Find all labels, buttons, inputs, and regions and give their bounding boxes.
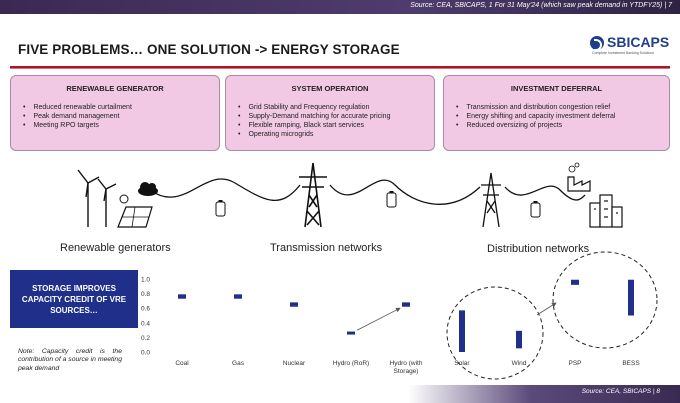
range-bar (178, 294, 186, 299)
footer-source: Source: CEA, SBICAPS | 8 (581, 388, 660, 395)
section-label-renewable: Renewable generators (60, 242, 171, 254)
list-item: Flexible ramping, Black start services (238, 121, 390, 130)
range-bar (516, 330, 522, 349)
wire-1 (149, 178, 301, 201)
y-tick-label: 0.6 (141, 306, 150, 313)
storage-circle (552, 251, 658, 349)
logo-name: SBICAPS (607, 34, 670, 50)
x-tick-label: Wind (512, 360, 527, 367)
transmission-tower-icon (299, 162, 327, 228)
hydro-arrow (356, 307, 401, 331)
bottom-banner (0, 385, 680, 403)
y-tick-label: 0.0 (141, 350, 150, 357)
wire-2 (329, 179, 481, 205)
list-item: Grid Stability and Frequency regulation (238, 103, 390, 112)
range-bar (290, 302, 298, 307)
x-tick-label: Coal (175, 360, 189, 367)
list-item: Transmission and distribution congestion… (456, 103, 615, 112)
y-tick-label: 0.8 (141, 291, 150, 298)
x-tick-label: Hydro (RoR) (333, 360, 369, 367)
logo-tagline: Complete Investment Banking Solutions (592, 51, 655, 55)
range-bar (628, 279, 634, 316)
box-list: Transmission and distribution congestion… (456, 103, 615, 130)
factory-icon (567, 162, 591, 192)
slide-title: FIVE PROBLEMS… ONE SOLUTION -> ENERGY ST… (18, 42, 400, 57)
divider-top-thin (10, 68, 670, 69)
sbicaps-logo: SBICAPS Complete Investment Banking Solu… (590, 34, 670, 58)
cloud-icon (138, 182, 158, 196)
list-item: Reduced oversizing of projects (456, 121, 615, 130)
box-investment-deferral: INVESTMENT DEFERRAL Transmission and dis… (443, 75, 670, 151)
wire-3 (504, 185, 586, 201)
list-item: Energy shifting and capacity investment … (456, 112, 615, 121)
capacity-credit-note: Note: Capacity credit is the contributio… (18, 348, 122, 372)
x-tick-label: Solar (454, 360, 470, 367)
list-item: Operating microgrids (238, 130, 390, 139)
box-list: Grid Stability and Frequency regulation … (238, 103, 390, 139)
section-label-distribution: Distribution networks (487, 243, 590, 255)
list-item: Reduced renewable curtailment (23, 103, 131, 112)
y-tick-label: 0.4 (141, 320, 150, 327)
list-item: Peak demand management (23, 112, 132, 121)
box-renewable-generator: RENEWABLE GENERATOR Reduced renewable cu… (10, 75, 220, 151)
battery-icon (386, 191, 397, 208)
x-tick-label: BESS (622, 360, 640, 367)
range-bar (347, 331, 355, 335)
range-bar (402, 302, 410, 307)
battery-icon (530, 201, 541, 218)
divider-top (10, 66, 670, 68)
section-label-transmission: Transmission networks (270, 242, 383, 254)
range-bar (234, 294, 242, 299)
solar-panel-icon (117, 194, 153, 228)
circle-arrow (536, 302, 557, 316)
transmission-tower-icon (481, 172, 501, 228)
range-bar (571, 279, 579, 285)
box-system-operation: SYSTEM OPERATION Grid Stability and Freq… (225, 75, 435, 151)
top-banner: Source: CEA, SBICAPS, 1 For 31 May'24 (w… (0, 0, 680, 14)
box-heading: INVESTMENT DEFERRAL (510, 84, 603, 93)
box-list: Reduced renewable curtailment Peak deman… (23, 103, 132, 130)
battery-icon (215, 200, 226, 217)
logo-mark-icon (590, 36, 604, 51)
energy-chain-illustration (77, 162, 623, 228)
x-tick-label: Nuclear (283, 360, 306, 367)
storage-callout: STORAGE IMPROVES CAPACITY CREDIT OF VRE … (10, 270, 138, 328)
box-heading: RENEWABLE GENERATOR (66, 84, 164, 93)
list-item: Meeting RPO targets (23, 121, 132, 130)
capacity-credit-chart: 0.0 0.2 0.4 0.6 0.8 1.0 Coal Gas Nuclear Hydro (… (141, 251, 658, 380)
list-item: Supply-Demand matching for accurate pric… (238, 112, 390, 121)
vre-circle (446, 286, 544, 380)
x-tick-label: Gas (232, 360, 245, 367)
wind-turbine-icon (77, 169, 117, 227)
header-source: Source: CEA, SBICAPS, 1 For 31 May'24 (w… (410, 2, 672, 9)
box-heading: SYSTEM OPERATION (291, 84, 369, 93)
y-tick-label: 1.0 (141, 277, 150, 284)
city-buildings-icon (589, 194, 623, 228)
y-tick-label: 0.2 (141, 335, 150, 342)
range-bar (459, 310, 465, 352)
x-tick-label: PSP (568, 360, 581, 367)
